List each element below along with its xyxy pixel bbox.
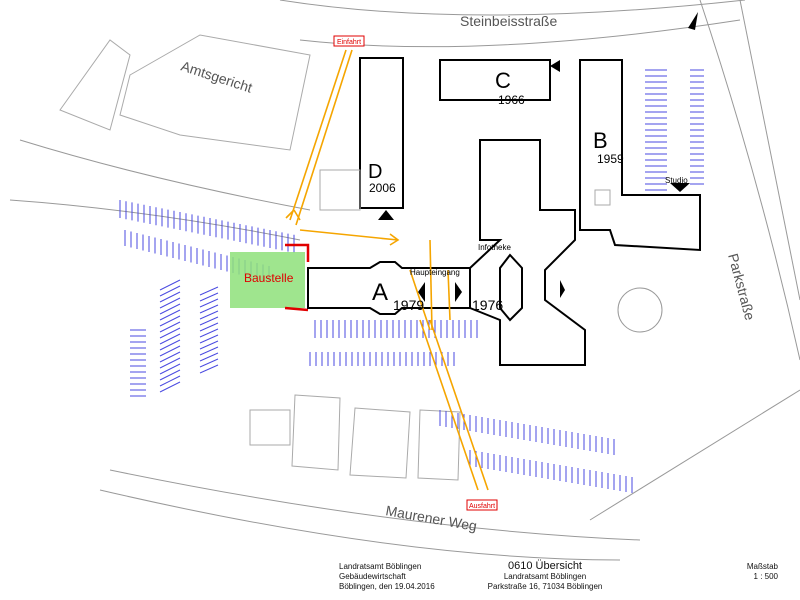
org-department: Gebäudewirtschaft — [339, 572, 406, 581]
building-a-letter: A — [372, 279, 388, 306]
infotheke-hex — [499, 253, 523, 322]
parking-stall — [199, 358, 219, 368]
plan-title: 0610 Übersicht — [508, 560, 582, 572]
parking-stall — [199, 328, 219, 338]
entry-gate-label: Einfahrt — [337, 39, 361, 46]
building-d-year: 2006 — [369, 181, 396, 195]
building-1976-year: 1976 — [472, 297, 503, 313]
street-steinbeisstrasse: Steinbeisstraße — [460, 13, 557, 29]
construction-fence — [284, 243, 310, 312]
building-1976 — [469, 139, 586, 366]
parking-stall — [199, 346, 219, 356]
parking-stall — [159, 369, 181, 381]
parking-stall — [199, 316, 219, 326]
parking-stall — [159, 351, 181, 363]
plan-address: Parkstraße 16, 71034 Böblingen — [487, 582, 603, 591]
parking-stall — [199, 352, 219, 362]
infotheke-label: Infotheke — [478, 243, 511, 252]
parking-stall — [199, 304, 219, 314]
parking-stall — [159, 381, 181, 393]
parking-stalls — [119, 69, 704, 493]
building-d — [359, 57, 404, 209]
street-parkstrasse: Parkstraße — [725, 252, 758, 322]
amtsgericht-outline: Amtsgericht — [59, 34, 311, 151]
parking-stall — [159, 375, 181, 387]
parking-stall — [159, 303, 181, 315]
building-c-year: 1966 — [498, 93, 525, 107]
parking-stall — [159, 309, 181, 321]
studio-label: Studio — [665, 176, 688, 185]
parking-stall — [159, 363, 181, 375]
amtsgericht-label: Amtsgericht — [179, 58, 254, 96]
parking-stall — [199, 310, 219, 320]
scale-label: Maßstab — [746, 562, 778, 571]
title-center: 0610 Übersicht Landratsamt Böblingen Par… — [470, 560, 620, 592]
building-b-letter: B — [593, 128, 608, 153]
org-date: Böblingen, den 19.04.2016 — [339, 582, 435, 591]
roundabout — [617, 287, 663, 333]
scale-block: Maßstab 1 : 500 — [747, 562, 778, 582]
building-a-year: 1979 — [393, 297, 424, 313]
parking-stall — [159, 285, 181, 297]
buildings — [307, 57, 701, 366]
org-block: Landratsamt Böblingen Gebäudewirtschaft … — [339, 562, 435, 592]
parking-stall — [199, 292, 219, 302]
north-arrow-icon — [688, 12, 698, 30]
street-maurener-weg: Maurener Weg — [384, 502, 478, 534]
building-c-letter: C — [495, 68, 511, 93]
route-arrows — [285, 49, 489, 491]
construction-label: Baustelle — [244, 271, 294, 285]
parking-stall — [159, 327, 181, 339]
org-name: Landratsamt Böblingen — [339, 562, 422, 571]
parking-stall — [199, 286, 219, 296]
parking-stall — [199, 364, 219, 374]
parking-stall — [159, 315, 181, 327]
building-b-year: 1959 — [597, 152, 624, 166]
parking-stall — [199, 298, 219, 308]
parking-stall — [159, 357, 181, 369]
parking-stall — [159, 321, 181, 333]
parking-stall — [199, 322, 219, 332]
plan-subtitle: Landratsamt Böblingen — [503, 572, 587, 581]
parking-stall — [159, 291, 181, 303]
scale-value: 1 : 500 — [753, 572, 778, 581]
haupteingang-label: Haupteingang — [410, 268, 460, 277]
building-d-letter: D — [368, 161, 382, 183]
parking-stall — [159, 345, 181, 357]
building-c — [439, 59, 551, 101]
construction-area — [230, 252, 305, 308]
parking-stall — [159, 339, 181, 351]
neighbor-houses — [249, 394, 461, 481]
gates: Einfahrt Ausfahrt — [333, 35, 498, 511]
parking-stall — [199, 334, 219, 344]
parking-stall — [159, 279, 181, 291]
parking-stall — [159, 333, 181, 345]
title-block: Landratsamt Böblingen Gebäudewirtschaft … — [0, 555, 800, 600]
parking-stall — [199, 340, 219, 350]
entrance-markers — [378, 12, 698, 302]
exit-gate-label: Ausfahrt — [469, 503, 495, 510]
parking-stall — [159, 297, 181, 309]
